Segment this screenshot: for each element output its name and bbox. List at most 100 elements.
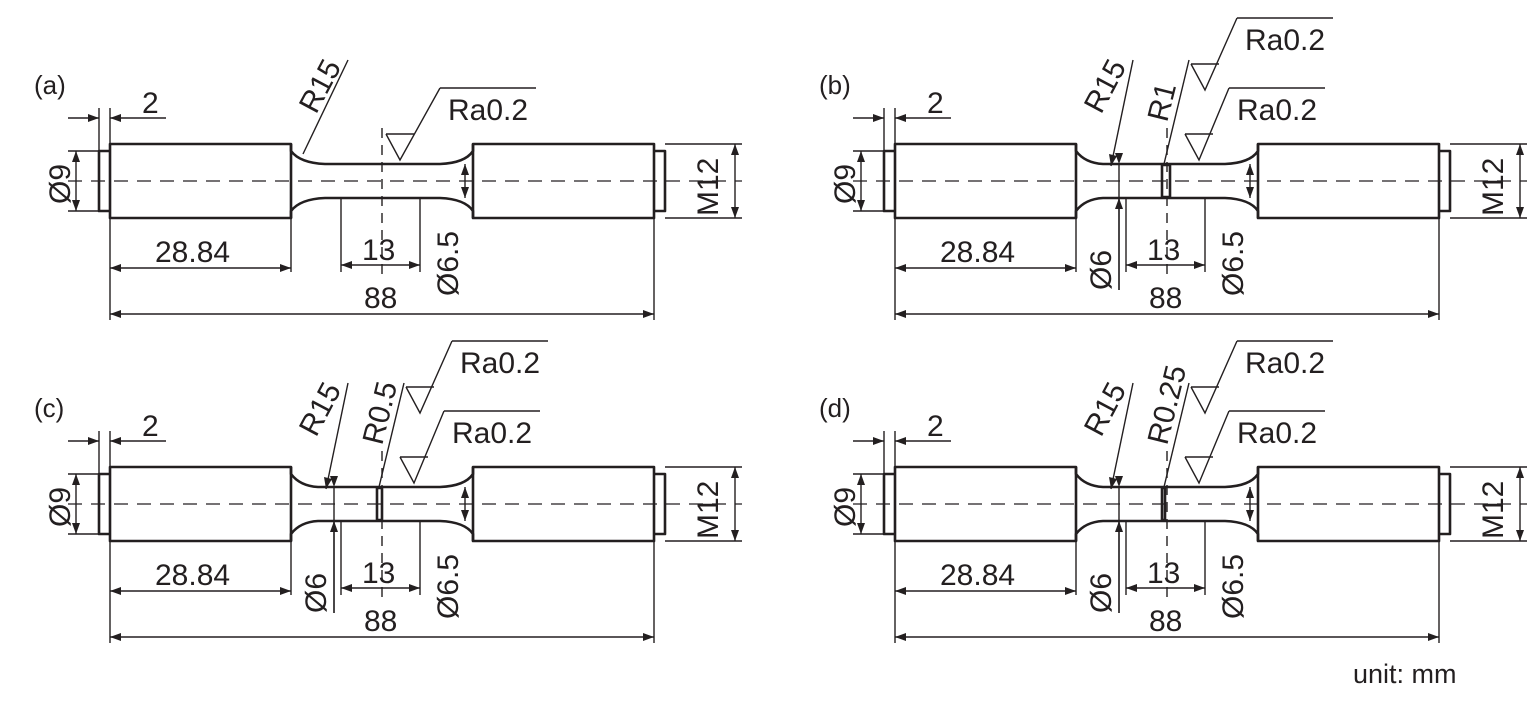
panel-a: (a) 2Ø9 M12 28.84 88 R15 13 Ø6.5 Ra0.2 bbox=[34, 54, 744, 322]
gauge-arrow-r bbox=[1194, 261, 1205, 269]
total-dim-label: 88 bbox=[364, 282, 397, 315]
gauge-dia-arrow-bot bbox=[1246, 510, 1254, 521]
gauge-arrow-l bbox=[1126, 261, 1137, 269]
gauge-arrow-r bbox=[409, 261, 420, 269]
gauge-dim-label: 13 bbox=[362, 234, 395, 267]
notch-dia-label: Ø6 bbox=[300, 573, 333, 613]
step-dim-label: 2 bbox=[927, 87, 944, 120]
shoulder-dim-label: 28.84 bbox=[155, 236, 230, 269]
step-dim-label: 2 bbox=[927, 410, 944, 443]
roughness-symbol-lower: Ra0.2 bbox=[1184, 410, 1325, 485]
roughness-symbol-upper: Ra0.2 bbox=[1190, 340, 1333, 415]
roughness-symbol-upper: Ra0.2 bbox=[1190, 17, 1333, 92]
end-dia-label: Ø9 bbox=[44, 164, 77, 204]
roughness-symbol-label: Ra0.2 bbox=[448, 94, 528, 127]
shoulder-dim-label: 28.84 bbox=[940, 559, 1015, 592]
gauge-dia-label: Ø6.5 bbox=[432, 231, 465, 296]
total-dim-label: 88 bbox=[364, 605, 397, 638]
roughness-symbol-lower: Ra0.2 bbox=[1184, 87, 1325, 162]
fillet-leader bbox=[1110, 382, 1134, 490]
fillet-arrow bbox=[1109, 154, 1117, 166]
fillet-radius-label: R15 bbox=[1078, 377, 1133, 441]
roughness-symbol-upper-label: Ra0.2 bbox=[1245, 24, 1325, 57]
shoulder-dim-label: 28.84 bbox=[940, 236, 1015, 269]
panel-label: (b) bbox=[819, 70, 851, 100]
gauge-arrow-r bbox=[409, 584, 420, 592]
specimen-outline bbox=[851, 429, 1529, 645]
unit-label: unit: mm bbox=[1353, 659, 1457, 689]
gauge-dia-arrow-bot bbox=[1246, 187, 1254, 198]
specimen-outline bbox=[66, 106, 744, 322]
thread-label: M12 bbox=[1477, 481, 1510, 539]
step-dim-label: 2 bbox=[142, 87, 159, 120]
notch bbox=[1160, 486, 1167, 522]
step-dim-label: 2 bbox=[142, 410, 159, 443]
roughness-symbol: Ra0.2 bbox=[385, 87, 536, 162]
roughness-symbol-lower-label: Ra0.2 bbox=[452, 417, 532, 450]
roughness-symbol-upper-label: Ra0.2 bbox=[460, 347, 540, 380]
thread-label: M12 bbox=[692, 158, 725, 216]
roughness-symbol-upper: Ra0.2 bbox=[405, 340, 548, 415]
notch-dia-arrow-top bbox=[1115, 476, 1123, 487]
gauge-dim-label: 13 bbox=[1147, 234, 1180, 267]
fillet-radius-label: R15 bbox=[293, 54, 348, 118]
gauge-dia-label: Ø6.5 bbox=[1217, 231, 1250, 296]
gauge-arrow-l bbox=[1126, 584, 1137, 592]
notch-radius-label: R1 bbox=[1142, 79, 1183, 124]
notch-leader bbox=[378, 382, 405, 488]
total-dim-label: 88 bbox=[1149, 282, 1182, 315]
gauge-dia-arrow-top bbox=[1246, 487, 1254, 498]
total-dim-label: 88 bbox=[1149, 605, 1182, 638]
roughness-symbol-upper-label: Ra0.2 bbox=[1245, 347, 1325, 380]
notch-radius-label: R0.25 bbox=[1142, 362, 1193, 448]
gauge-dia-arrow-bot bbox=[461, 510, 469, 521]
panel-label: (c) bbox=[34, 393, 64, 423]
gauge-dim-label: 13 bbox=[362, 557, 395, 590]
thread-label: M12 bbox=[692, 481, 725, 539]
gauge-section bbox=[289, 144, 475, 218]
gauge-dia-arrow-bot bbox=[461, 187, 469, 198]
notch-dia-arrow-bot bbox=[330, 521, 338, 532]
notch bbox=[1160, 163, 1172, 199]
panel-label: (a) bbox=[34, 70, 66, 100]
thread-label: M12 bbox=[1477, 158, 1510, 216]
roughness-symbol-lower-label: Ra0.2 bbox=[1237, 417, 1317, 450]
fillet-leader bbox=[325, 382, 349, 490]
gauge-dia-arrow-top bbox=[461, 487, 469, 498]
notch-dia-arrow-top bbox=[330, 476, 338, 487]
notch-dia-arrow-bot bbox=[1115, 198, 1123, 209]
panel-label: (d) bbox=[819, 393, 851, 423]
notch-dia-arrow-top bbox=[1115, 153, 1123, 164]
fillet-radius-label: R15 bbox=[1078, 54, 1133, 118]
gauge-dia-arrow-top bbox=[1246, 164, 1254, 175]
notch-dia-arrow-bot bbox=[1115, 521, 1123, 532]
notch-dia-label: Ø6 bbox=[1085, 250, 1118, 290]
end-dia-label: Ø9 bbox=[829, 487, 862, 527]
gauge-dim-label: 13 bbox=[1147, 557, 1180, 590]
gauge-arrow-r bbox=[1194, 584, 1205, 592]
roughness-symbol-lower-label: Ra0.2 bbox=[1237, 94, 1317, 127]
notch bbox=[375, 486, 384, 522]
notch-leader bbox=[1163, 59, 1190, 165]
notch-dia-label: Ø6 bbox=[1085, 573, 1118, 613]
specimen-outline bbox=[66, 429, 744, 645]
notch-leader bbox=[1163, 382, 1190, 488]
gauge-arrow-l bbox=[341, 261, 352, 269]
shoulder-dim-label: 28.84 bbox=[155, 559, 230, 592]
fillet-arrow bbox=[1109, 477, 1117, 489]
gauge-dia-arrow-top bbox=[461, 164, 469, 175]
specimen-outline bbox=[851, 106, 1529, 322]
gauge-dia-label: Ø6.5 bbox=[432, 554, 465, 619]
gauge-arrow-l bbox=[341, 584, 352, 592]
fillet-arrow bbox=[324, 477, 332, 489]
end-dia-label: Ø9 bbox=[829, 164, 862, 204]
fillet-radius-label: R15 bbox=[293, 377, 348, 441]
roughness-symbol-lower: Ra0.2 bbox=[399, 410, 540, 485]
fillet-leader bbox=[1110, 59, 1134, 167]
end-dia-label: Ø9 bbox=[44, 487, 77, 527]
gauge-dia-label: Ø6.5 bbox=[1217, 554, 1250, 619]
